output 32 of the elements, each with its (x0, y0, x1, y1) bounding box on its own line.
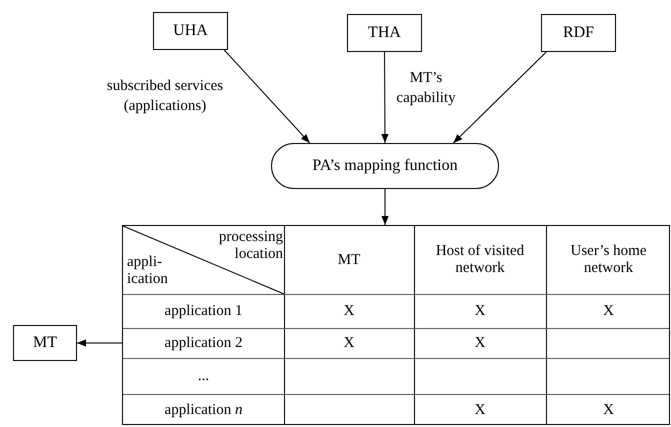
arrow (381, 52, 389, 144)
table-text: X (474, 334, 486, 352)
entity-box (347, 14, 422, 52)
table-text: X (603, 302, 614, 320)
arrow (381, 188, 389, 226)
entity-box (153, 12, 228, 50)
function-pill (271, 143, 499, 189)
table-text: X (474, 302, 486, 320)
table-text: X (344, 302, 354, 320)
table-text: X (474, 402, 486, 418)
table-text: Host of visited network (434, 243, 526, 277)
arrow (76, 339, 122, 347)
arrow (224, 50, 310, 144)
node-label: THA (368, 23, 401, 43)
arrow (452, 52, 547, 144)
table-text: application 1 (164, 302, 242, 320)
entity-box (541, 14, 616, 52)
node-label: RDF (562, 23, 594, 43)
table-text: ... (198, 368, 210, 384)
table-text: MT (338, 252, 360, 268)
node-label: MT (33, 333, 57, 353)
node-label: PA’s mapping function (312, 156, 458, 176)
table-text: appli- ication (127, 254, 169, 288)
table-text: X (344, 334, 354, 352)
table-text: application 2 (164, 334, 242, 352)
table-text: X (603, 402, 614, 418)
table-text: application n (164, 402, 242, 418)
entity-box (13, 325, 77, 361)
node-label: UHA (173, 21, 208, 41)
table-text: processing location (218, 229, 283, 263)
matrix-table (122, 225, 670, 425)
table-text: User’s home network (570, 243, 648, 277)
